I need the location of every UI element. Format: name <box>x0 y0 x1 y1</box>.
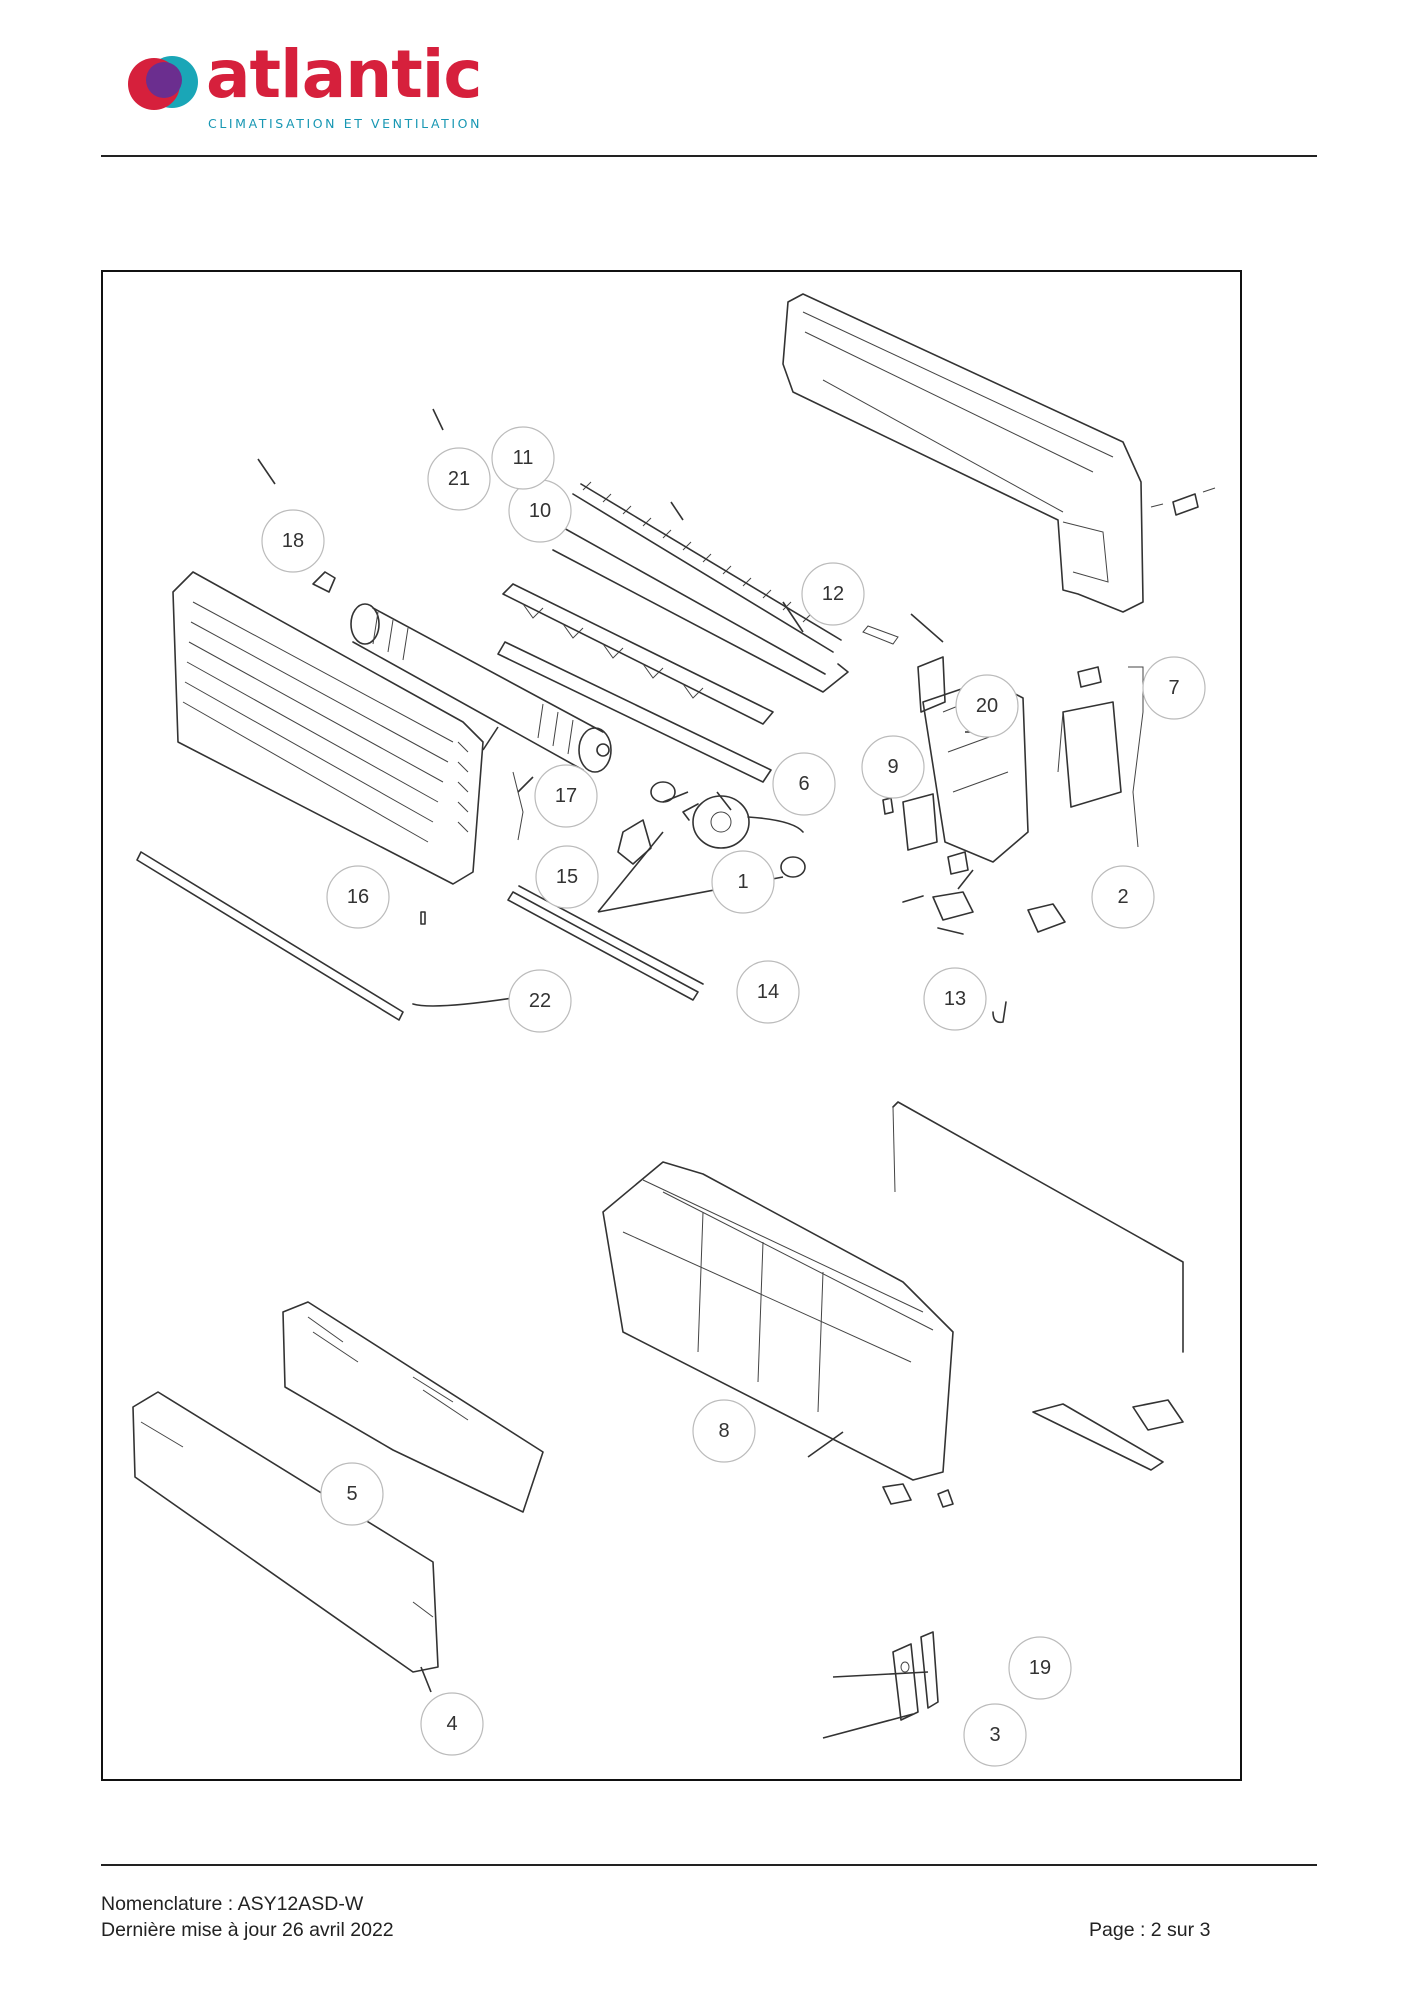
callout-11: 11 <box>491 426 555 490</box>
callout-2: 2 <box>1091 865 1155 929</box>
callout-21: 21 <box>427 447 491 511</box>
svg-text:16: 16 <box>347 886 369 908</box>
atlantic-logo: atlantic CLIMATISATION ET VENTILATION <box>120 36 500 134</box>
leader-lines <box>257 408 1003 1739</box>
svg-text:12: 12 <box>822 583 844 605</box>
callout-14: 14 <box>736 960 800 1024</box>
svg-text:11: 11 <box>513 447 534 469</box>
control-box-drawing <box>882 656 1144 1024</box>
exploded-parts-diagram: 1 2 3 4 5 6 7 8 9 10 11 12 13 14 15 16 1… <box>101 270 1242 1781</box>
diagram-canvas: 1 2 3 4 5 6 7 8 9 10 11 12 13 14 15 16 1… <box>132 293 1216 1767</box>
callout-5: 5 <box>320 1462 384 1526</box>
svg-text:2: 2 <box>1117 886 1128 908</box>
svg-text:9: 9 <box>887 756 898 778</box>
callout-4: 4 <box>420 1692 484 1756</box>
callout-1: 1 <box>711 850 775 914</box>
callout-6: 6 <box>772 752 836 816</box>
svg-text:22: 22 <box>529 990 551 1012</box>
svg-text:13: 13 <box>944 988 966 1010</box>
chassis-drawing <box>782 293 1216 613</box>
callout-19: 19 <box>1008 1636 1072 1700</box>
svg-text:15: 15 <box>556 866 578 888</box>
callout-10: 10 <box>508 479 572 543</box>
callout-13: 13 <box>923 967 987 1031</box>
svg-text:20: 20 <box>976 695 998 717</box>
drain-pan-drawing <box>497 583 774 783</box>
footer-page-number: Page : 2 sur 3 <box>1089 1919 1211 1941</box>
svg-text:10: 10 <box>529 500 551 522</box>
svg-text:8: 8 <box>718 1420 729 1442</box>
callout-7: 7 <box>1142 656 1206 720</box>
callout-18: 18 <box>261 509 325 573</box>
callout-12: 12 <box>801 562 865 626</box>
footer-updated: Dernière mise à jour 26 avril 2022 <box>101 1919 394 1941</box>
header-divider <box>101 155 1317 157</box>
footer-divider <box>101 1864 1317 1866</box>
svg-text:14: 14 <box>757 981 779 1003</box>
part-callouts: 1 2 3 4 5 6 7 8 9 10 11 12 13 14 15 16 1… <box>261 426 1206 1767</box>
cross-flow-fan-drawing <box>312 571 612 773</box>
svg-text:7: 7 <box>1168 677 1179 699</box>
svg-text:1: 1 <box>737 871 748 893</box>
callout-3: 3 <box>963 1703 1027 1767</box>
front-panel-drawing <box>132 1301 544 1673</box>
callout-8: 8 <box>692 1399 756 1463</box>
louvre-strips-drawing <box>136 851 704 1021</box>
logo-mark-icon <box>128 56 198 110</box>
svg-text:19: 19 <box>1029 1657 1051 1679</box>
remote-control-drawing <box>892 1631 939 1721</box>
brand-name: atlantic <box>206 36 483 113</box>
callout-17: 17 <box>534 764 598 828</box>
svg-text:6: 6 <box>798 773 809 795</box>
svg-text:21: 21 <box>448 468 470 490</box>
callout-20: 20 <box>955 674 1019 738</box>
front-grille-drawing <box>172 571 484 925</box>
callout-15: 15 <box>535 845 599 909</box>
svg-text:17: 17 <box>555 785 577 807</box>
callout-9: 9 <box>861 735 925 799</box>
footer-model: Nomenclature : ASY12ASD-W <box>101 1893 364 1915</box>
brand-tagline: CLIMATISATION ET VENTILATION <box>208 116 483 131</box>
svg-text:4: 4 <box>446 1713 457 1735</box>
callout-16: 16 <box>326 865 390 929</box>
rear-cabinet-drawing <box>602 1101 1184 1508</box>
svg-text:18: 18 <box>282 530 304 552</box>
svg-text:3: 3 <box>989 1724 1000 1746</box>
svg-text:5: 5 <box>346 1483 357 1505</box>
callout-22: 22 <box>508 969 572 1033</box>
